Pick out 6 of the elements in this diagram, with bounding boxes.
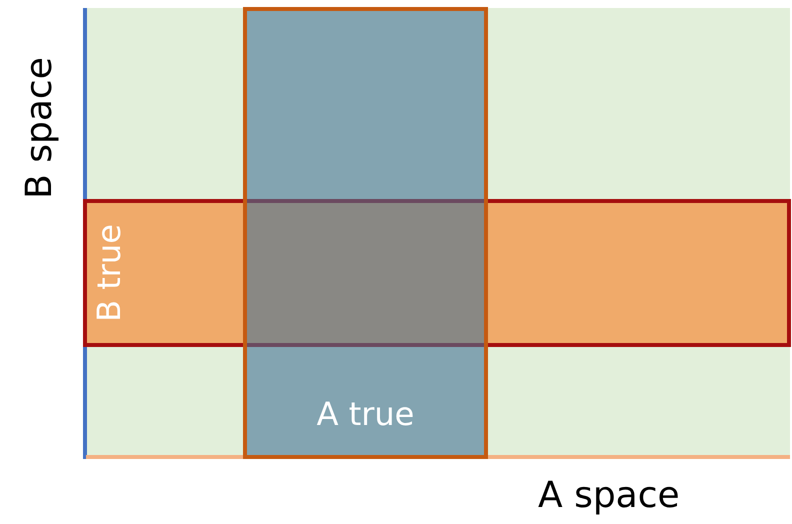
band-rectangle — [83, 199, 791, 347]
region-label: A true — [316, 398, 416, 430]
column-rectangle — [243, 7, 488, 459]
axis-label: A space — [538, 478, 680, 514]
axis-label: B space — [22, 57, 58, 199]
region-label: B true — [92, 224, 125, 322]
